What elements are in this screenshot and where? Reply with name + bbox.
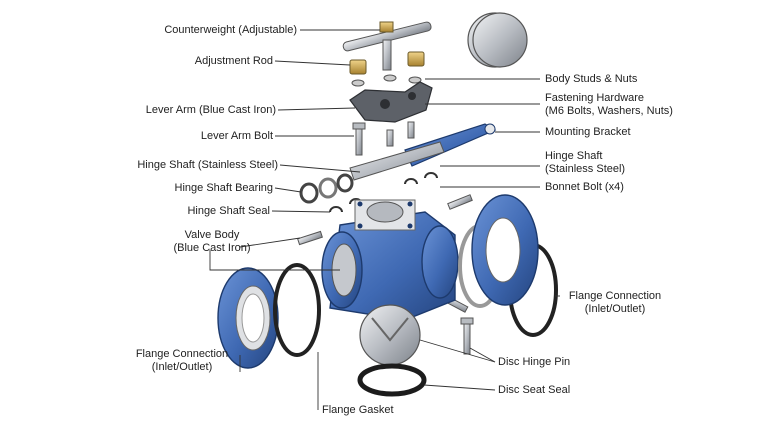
hinge-shaft-part [349,141,445,181]
valve-body-part [321,199,459,321]
label-flange-connection-right: Flange Connection(Inlet/Outlet) [568,290,662,315]
label-bonnet-bolt: Bonnet Bolt (x4) [545,181,624,193]
lever-arm-bolts [352,121,415,156]
adjustment-rod-part [342,21,432,71]
retaining-clips [329,172,438,213]
left-flange-part [217,267,279,369]
label-hinge-shaft-left: Hinge Shaft (Stainless Steel) [137,159,278,171]
disc-part [359,304,421,366]
label-disc-seat-seal: Disc Seat Seal [498,384,571,396]
label-body-studs: Body Studs & Nuts [545,73,638,85]
lever-arm-part [349,81,433,123]
label-hinge-shaft-seal: Hinge Shaft Seal [187,205,270,217]
label-lever-arm-bolt: Lever Arm Bolt [200,130,273,142]
label-valve-body: Valve Body(Blue Cast Iron) [173,229,251,254]
disc-seat-seal-part [357,363,427,397]
label-disc-hinge-pin: Disc Hinge Pin [498,356,571,368]
label-adjustment-rod: Adjustment Rod [194,55,273,67]
label-mounting-bracket: Mounting Bracket [545,126,631,138]
label-counterweight: Counterweight (Adjustable) [164,24,297,36]
counterweight-part [467,12,528,68]
brass-nuts [349,51,425,87]
right-flange-part [471,194,539,306]
label-lever-arm: Lever Arm (Blue Cast Iron) [145,104,276,116]
left-gasket-part [273,263,321,357]
leader-lines [209,29,560,410]
hinge-bearings [299,173,354,204]
label-hinge-shaft-right: Hinge Shaft(Stainless Steel) [545,150,626,175]
label-flange-connection-left: Flange Connection(Inlet/Outlet) [135,348,229,373]
label-fastening-hardware: Fastening Hardware(M6 Bolts, Washers, Nu… [545,92,673,117]
label-hinge-shaft-bearing: Hinge Shaft Bearing [174,182,273,194]
label-flange-gasket: Flange Gasket [322,404,394,416]
